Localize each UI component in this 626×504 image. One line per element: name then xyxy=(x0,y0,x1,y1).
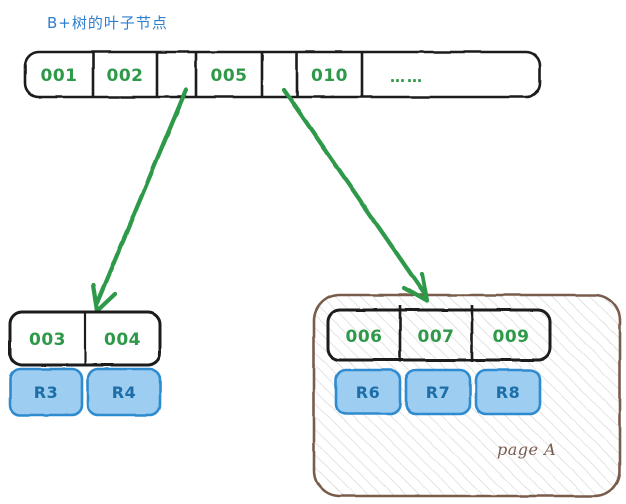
page-a-record-0[interactable]: R6 xyxy=(355,383,381,402)
left-node-key-1[interactable]: 004 xyxy=(104,330,141,350)
page-a-key-1[interactable]: 007 xyxy=(417,327,455,347)
leaf-cell-0-label: 001 xyxy=(40,66,78,86)
left-node-key-row-shape xyxy=(8,310,162,367)
leaf-cell-5[interactable] xyxy=(297,52,362,97)
arrow-to-left-node-shape xyxy=(90,87,189,314)
page-a-record-row-shape xyxy=(334,368,542,416)
left-node-record-row-shape xyxy=(8,367,162,417)
page-a-key-row-shape xyxy=(326,305,552,362)
leaf-cell-1[interactable] xyxy=(93,52,157,97)
leaf-cell-6-ellipsis: …… xyxy=(390,68,424,86)
page-a-label: page A xyxy=(497,440,557,459)
page-a-record-2[interactable]: R8 xyxy=(495,383,521,402)
leaf-cell-2[interactable] xyxy=(157,52,196,97)
leaf-cell-4[interactable] xyxy=(262,52,297,97)
leaf-cell-6[interactable] xyxy=(362,52,540,97)
left-node-record-0[interactable]: R3 xyxy=(33,383,59,402)
page-a-key-2[interactable]: 009 xyxy=(492,327,530,347)
arrow-to-page-a-shape xyxy=(281,87,430,304)
leaf-cell-5-label: 010 xyxy=(311,66,348,86)
leaf-cell-0[interactable] xyxy=(25,52,93,97)
page-a-record-1[interactable]: R7 xyxy=(425,383,451,402)
leaf-row-shape xyxy=(23,50,542,99)
page-a-key-0[interactable]: 006 xyxy=(345,327,383,347)
leaf-cell-3[interactable] xyxy=(196,52,262,97)
leaf-cell-1-label: 002 xyxy=(106,66,144,86)
leaf-cell-3-label: 005 xyxy=(210,66,248,86)
page-title: B+树的叶子节点 xyxy=(47,14,168,32)
left-node-key-0[interactable]: 003 xyxy=(29,330,66,350)
left-node-record-1[interactable]: R4 xyxy=(111,383,137,402)
